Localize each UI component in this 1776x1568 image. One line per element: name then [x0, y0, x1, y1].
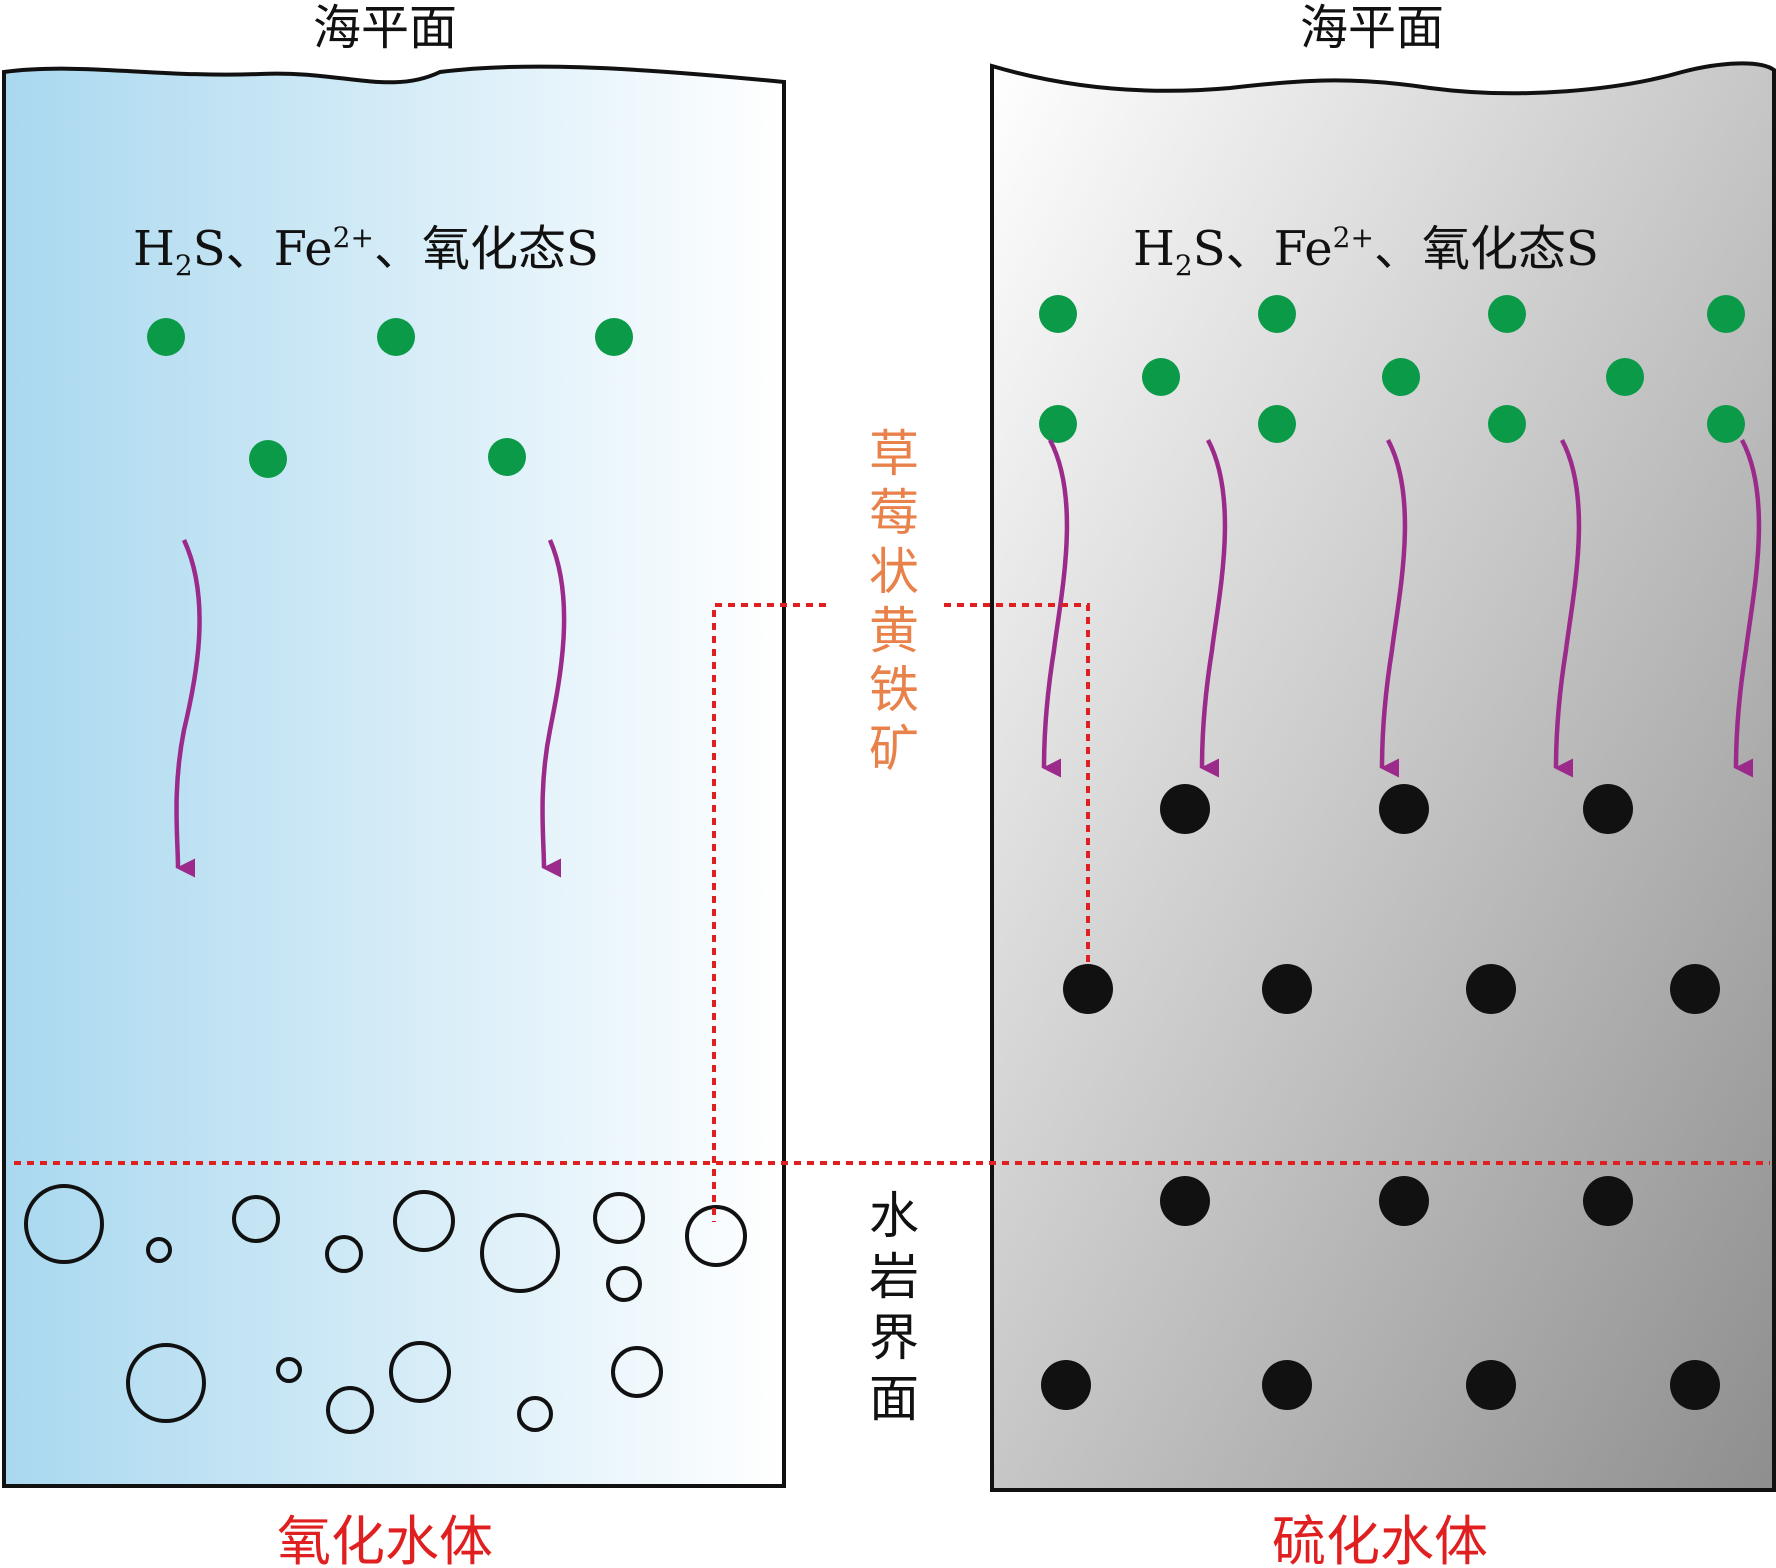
sediment-grain: [146, 1237, 172, 1263]
sediment-grain: [606, 1266, 642, 1302]
dissolved-species-dot: [1142, 358, 1180, 396]
dissolved-species-dot: [1707, 405, 1745, 443]
dissolved-species-dot: [488, 438, 526, 476]
sediment-grain: [24, 1184, 104, 1264]
sediment-grain: [593, 1192, 645, 1244]
sediment-grain: [393, 1190, 455, 1252]
pyrite-framboid: [1583, 784, 1633, 834]
dissolved-species-dot: [1606, 358, 1644, 396]
pyrite-framboid: [1670, 1360, 1720, 1410]
pyrite-framboid: [1262, 1360, 1312, 1410]
pyrite-label-char: 状: [869, 543, 919, 601]
pyrite-framboid: [1379, 1176, 1429, 1226]
sulfidic-water-body: [990, 61, 1776, 1492]
sediment-grain: [325, 1235, 363, 1273]
sediment-grain: [232, 1195, 280, 1243]
sediment-grain: [326, 1386, 374, 1434]
settling-arrow: [540, 539, 567, 878]
sea-level-label: 海平面: [313, 0, 457, 56]
dissolved-species-dot: [1488, 295, 1526, 333]
pyrite-leader-left: [712, 603, 826, 1222]
pyrite-leader-right: [944, 603, 1090, 962]
pyrite-label-char: 黄: [869, 602, 919, 660]
pyrite-framboid: [1379, 784, 1429, 834]
dissolved-species-dot: [1707, 295, 1745, 333]
pyrite-framboid: [1160, 784, 1210, 834]
dissolved-species-dot: [1258, 295, 1296, 333]
sediment-grain: [480, 1213, 560, 1293]
settling-arrow: [1553, 438, 1582, 778]
pyrite-framboid: [1466, 1360, 1516, 1410]
interface-label-char: 面: [869, 1370, 919, 1428]
oxic-water-caption: 氧化水体: [277, 1510, 493, 1568]
dissolved-species-dot: [595, 318, 633, 356]
dissolved-species-label: H2S、Fe2+、氧化态S: [133, 221, 599, 282]
sediment-grain: [517, 1396, 553, 1432]
pyrite-label-char: 铁: [869, 661, 919, 719]
sediment-grain: [685, 1205, 747, 1267]
oxic-water-panel: 海平面 H2S、Fe2+、氧化态S 氧化水体: [2, 0, 786, 1568]
sea-level-label: 海平面: [1300, 0, 1444, 56]
settling-arrow: [1733, 438, 1762, 778]
pyrite-label-char: 莓: [869, 484, 919, 542]
sulfidic-water-caption: 硫化水体: [1272, 1510, 1488, 1568]
dissolved-species-dot: [249, 440, 287, 478]
settling-arrow: [1379, 438, 1408, 778]
dissolved-species-dot: [1039, 295, 1077, 333]
dissolved-species-dot: [1039, 405, 1077, 443]
pyrite-framboid: [1160, 1176, 1210, 1226]
settling-arrow: [1041, 438, 1070, 778]
settling-arrow: [1199, 438, 1228, 778]
oxic-water-body: [2, 64, 786, 1488]
dissolved-species-dot: [377, 318, 415, 356]
sediment-grain: [276, 1357, 302, 1383]
dissolved-species-dot: [1488, 405, 1526, 443]
pyrite-framboid: [1466, 964, 1516, 1014]
pyrite-framboid: [1063, 964, 1113, 1014]
pyrite-framboid: [1670, 964, 1720, 1014]
interface-label-char: 水: [869, 1187, 919, 1245]
pyrite-label-char: 矿: [869, 720, 919, 778]
pyrite-framboid: [1583, 1176, 1633, 1226]
dissolved-species-label: H2S、Fe2+、氧化态S: [1133, 221, 1599, 282]
sulfidic-water-panel: 海平面 H2S、Fe2+、氧化态S 硫化水体: [990, 0, 1776, 1568]
dissolved-species-dot: [147, 318, 185, 356]
dissolved-species-dot: [1382, 358, 1420, 396]
dissolved-species-dot: [1258, 405, 1296, 443]
sediment-grain: [611, 1346, 663, 1398]
pyrite-framboid: [1041, 1360, 1091, 1410]
settling-arrow: [174, 539, 202, 878]
interface-label-char: 岩: [869, 1248, 919, 1306]
pyrite-framboid: [1262, 964, 1312, 1014]
sediment-grain: [389, 1341, 451, 1403]
sediment-grain: [126, 1343, 206, 1423]
interface-label-char: 界: [869, 1309, 919, 1367]
pyrite-label-char: 草: [869, 425, 919, 483]
